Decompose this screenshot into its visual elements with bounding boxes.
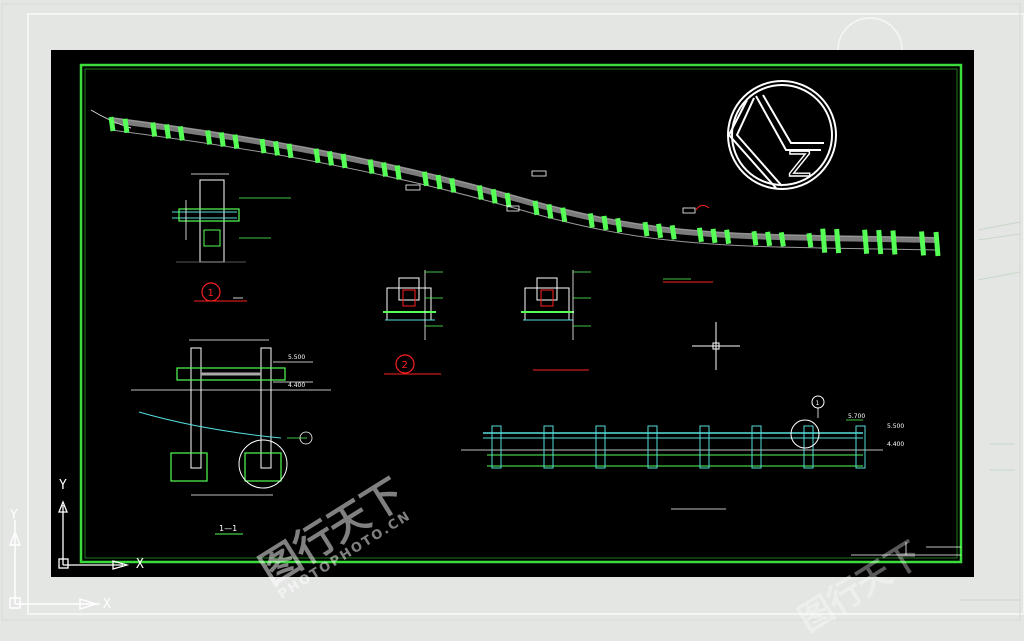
walkway-plank (273, 141, 280, 156)
elevation-4: 5.500 (887, 423, 904, 430)
elevation-2: 4.400 (288, 382, 305, 389)
walkway-plank (504, 192, 512, 208)
walkway-plank (820, 228, 828, 253)
elevation-3: 5.700 (848, 413, 865, 420)
walkway-plank (669, 224, 677, 240)
walkway-plank (421, 171, 429, 187)
walkway-plank (834, 228, 842, 254)
section-marker: 1 (816, 400, 820, 407)
klz-logo (727, 80, 837, 190)
drawing-inner-frame (84, 68, 958, 559)
walkway-plank (601, 215, 609, 231)
walkway-plan (90, 109, 941, 257)
walkway-plank (876, 229, 884, 255)
cad-window: Y X (1, 3, 1024, 621)
walkway-plank (615, 217, 623, 233)
detail-1-marker: 1 (208, 288, 214, 299)
elevation-1: 5.500 (288, 354, 305, 361)
outer-ucs-icon (8, 520, 100, 610)
walkway-plank (150, 122, 158, 137)
walkway-plank (394, 165, 402, 180)
walkway-plank (340, 153, 348, 169)
walkway-plank (435, 174, 443, 190)
walkway-plank (696, 227, 704, 243)
railing-posts (491, 425, 866, 469)
railing-post (543, 425, 554, 469)
walkway-plank (286, 143, 294, 159)
walkway-plank (232, 134, 240, 150)
walkway-plank (862, 229, 870, 254)
railing-post (855, 425, 866, 469)
walkway-plank (560, 207, 568, 223)
walkway-plank (546, 204, 554, 219)
walkway-plank (710, 228, 718, 244)
walkway-plank (642, 221, 650, 237)
elevation-5: 4.400 (887, 441, 904, 448)
walkway-plank (765, 231, 773, 247)
walkway-plank (327, 150, 334, 166)
walkway-plank (108, 116, 116, 132)
walkway-plank (367, 159, 375, 174)
detail-1 (172, 173, 291, 302)
ucs-icon (58, 500, 130, 570)
walkway-plank (164, 124, 171, 139)
railing-post (751, 425, 762, 469)
ucs-y-label: Y (59, 478, 67, 493)
walkway-plank (751, 230, 759, 246)
outer-ucs-y-label: Y (10, 508, 18, 523)
railing-post (491, 425, 502, 469)
detail-2-marker: 2 (402, 360, 408, 371)
walkway-plank (177, 126, 185, 141)
railing-post (595, 425, 606, 469)
walkway-plank (532, 200, 540, 216)
background-fragment (960, 221, 1021, 601)
walkway-plank (587, 213, 595, 228)
walkway-plank (218, 132, 226, 147)
outer-ucs-x-label: X (103, 597, 111, 612)
drawing-frame (79, 63, 963, 564)
model-space-viewport[interactable]: Z 1 (51, 50, 974, 577)
title-block (851, 542, 961, 556)
walkway-plank (778, 232, 786, 247)
walkway-plank (205, 130, 213, 145)
walkway-plank (122, 118, 130, 134)
walkway-plank (449, 178, 457, 193)
railing-post (803, 425, 814, 469)
walkway-plank (933, 231, 941, 257)
walkway-plank (313, 148, 321, 164)
railing-post (699, 425, 710, 469)
ucs-x-label: X (136, 557, 144, 572)
railing-post (647, 425, 658, 469)
walkway-plank (890, 230, 898, 255)
walkway-plank (381, 162, 389, 177)
walkway-plank (919, 231, 927, 256)
detail-2 (383, 270, 713, 375)
walkway-plank (476, 185, 484, 200)
cad-drawing: Z 1 (58, 63, 963, 570)
section-label: 1—1 (219, 524, 237, 533)
walkway-plank (656, 223, 664, 239)
walkway-plank (490, 188, 498, 204)
walkway-plank (724, 229, 732, 245)
walkway-planks (108, 116, 941, 257)
walkway-plank (259, 138, 267, 154)
section-1-1 (131, 339, 331, 535)
walkway-plank (806, 232, 814, 248)
railing-elevation (461, 395, 883, 510)
logo-letter: Z (788, 145, 811, 185)
crosshair-cursor (692, 322, 740, 370)
